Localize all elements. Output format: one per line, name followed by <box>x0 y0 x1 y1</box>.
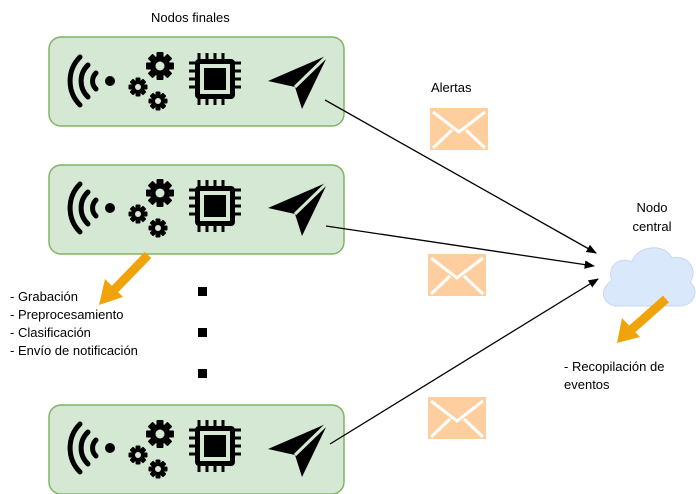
central-node-label-line1: Nodo <box>636 200 668 215</box>
end-node-3 <box>48 404 345 494</box>
central-node-label: Nodo central <box>624 200 680 235</box>
alert-arrow-2 <box>325 225 596 269</box>
envelope-icon <box>426 395 488 441</box>
task-item-preprocessing: - Preprocesamiento <box>10 307 124 322</box>
alert-arrow-3 <box>329 278 599 445</box>
alerts-label: Alertas <box>431 80 472 95</box>
node-tasks-arrow <box>99 251 152 305</box>
task-item-recording: - Grabación <box>10 289 78 304</box>
central-task-list: - Recopilación de eventos <box>564 358 664 394</box>
end-node-1 <box>48 36 345 127</box>
task-item-notification: - Envío de notificación <box>10 343 138 358</box>
node-task-list: - Grabación - Preprocesamiento - Clasifi… <box>10 288 138 360</box>
cpu-chip-icon <box>187 178 243 234</box>
central-node-label-line2: central <box>632 219 672 234</box>
end-node-2 <box>48 164 345 255</box>
alert-arrow-1 <box>324 99 597 254</box>
cpu-chip-icon <box>187 51 243 107</box>
central-task-line2: eventos <box>564 377 610 392</box>
more-nodes-ellipsis <box>198 287 207 378</box>
end-nodes-title: Nodos finales <box>151 10 230 25</box>
envelope-icon <box>426 252 488 298</box>
central-task-line1: - Recopilación de <box>564 359 665 374</box>
cloud-icon <box>603 247 696 307</box>
envelope-icon <box>428 106 490 152</box>
cpu-chip-icon <box>187 418 243 474</box>
task-item-classification: - Clasificación <box>10 325 91 340</box>
central-tasks-arrow <box>617 295 669 343</box>
